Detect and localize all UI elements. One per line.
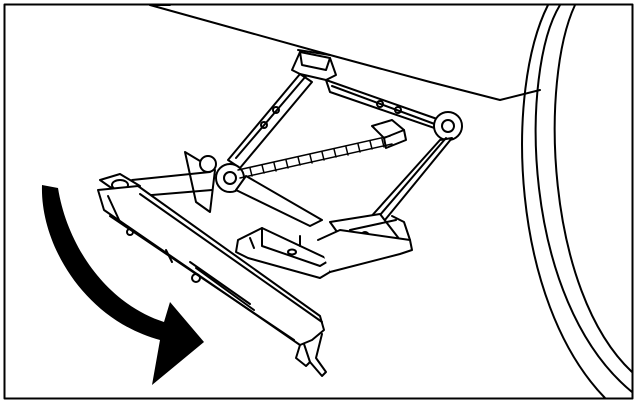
jack-screw xyxy=(184,135,393,213)
rotation-arrow-icon xyxy=(41,185,204,385)
tire xyxy=(521,4,633,399)
figure-frame xyxy=(3,3,634,400)
vehicle-underbody xyxy=(149,4,541,101)
jack-base xyxy=(235,215,413,279)
jack-handle xyxy=(97,171,327,377)
